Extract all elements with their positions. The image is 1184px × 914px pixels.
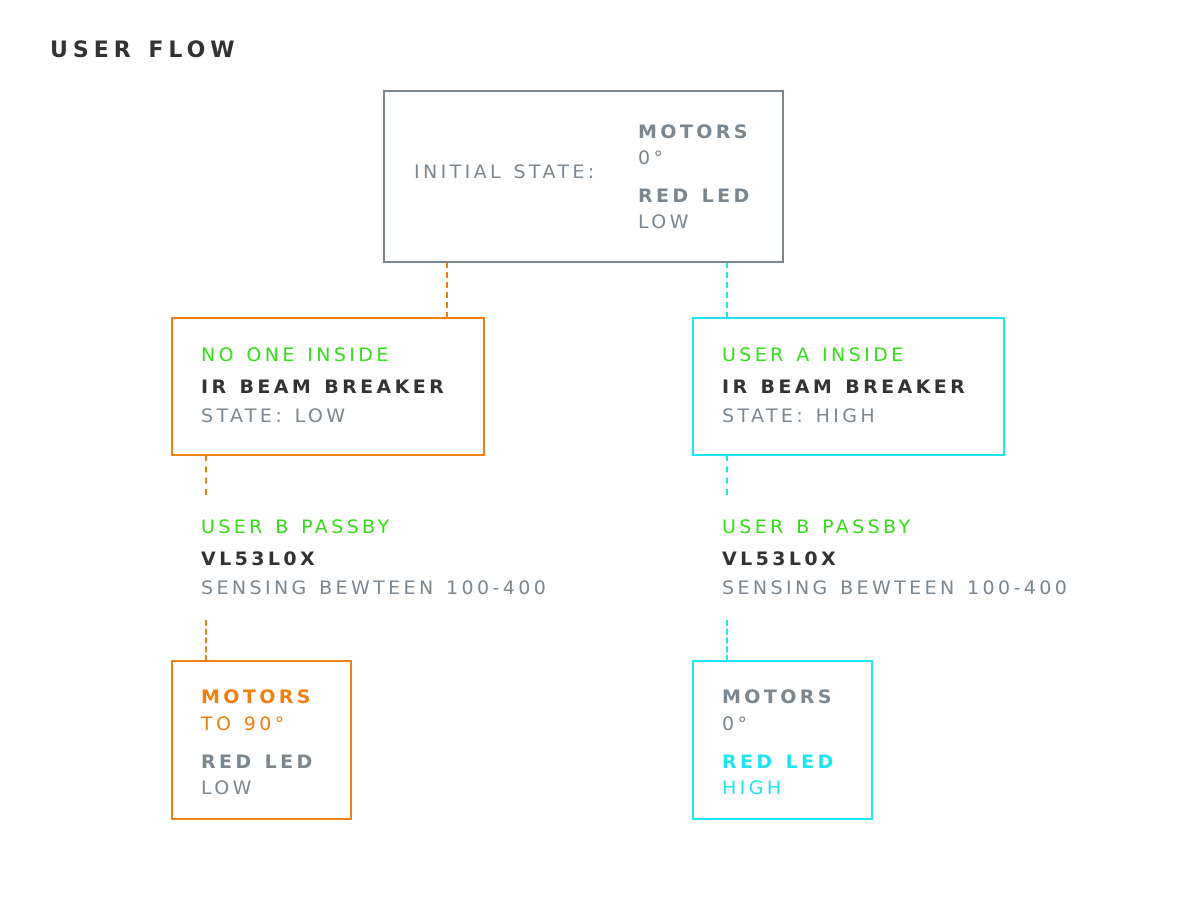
connector-left-trigger-to-result bbox=[205, 620, 207, 661]
right-trigger-detail: SENSING BEWTEEN 100-400 bbox=[722, 577, 1071, 599]
right-result-motors-label: MOTORS bbox=[722, 686, 835, 708]
right-condition-state: STATE: HIGH bbox=[722, 405, 879, 427]
left-condition-state: STATE: LOW bbox=[201, 405, 349, 427]
right-trigger-event: USER B PASSBY bbox=[722, 516, 914, 538]
initial-led-value: LOW bbox=[638, 211, 692, 233]
initial-state-label: INITIAL STATE: bbox=[414, 161, 598, 183]
initial-led-label: RED LED bbox=[638, 185, 753, 207]
connector-initial-to-right bbox=[726, 262, 728, 318]
connector-right-condition-to-trigger bbox=[726, 455, 728, 495]
initial-motors-label: MOTORS bbox=[638, 121, 751, 143]
right-condition-event: USER A INSIDE bbox=[722, 344, 907, 366]
connector-left-condition-to-trigger bbox=[205, 455, 207, 495]
left-condition-event: NO ONE INSIDE bbox=[201, 344, 392, 366]
left-result-led-value: LOW bbox=[201, 777, 255, 799]
right-result-led-label: RED LED bbox=[722, 751, 837, 773]
right-result-led-value: HIGH bbox=[722, 777, 785, 799]
right-result-box: MOTORS 0° RED LED HIGH bbox=[692, 660, 873, 820]
left-trigger-event: USER B PASSBY bbox=[201, 516, 393, 538]
left-result-led-label: RED LED bbox=[201, 751, 316, 773]
initial-state-box: INITIAL STATE: MOTORS 0° RED LED LOW bbox=[383, 90, 784, 263]
left-result-motors-value: TO 90° bbox=[201, 713, 288, 735]
left-condition-sensor: IR BEAM BREAKER bbox=[201, 376, 448, 398]
left-result-motors-label: MOTORS bbox=[201, 686, 314, 708]
left-condition-box: NO ONE INSIDE IR BEAM BREAKER STATE: LOW bbox=[171, 317, 485, 456]
connector-initial-to-left bbox=[446, 262, 448, 318]
connector-right-trigger-to-result bbox=[726, 620, 728, 661]
right-trigger-sensor: VL53L0X bbox=[722, 548, 840, 570]
left-result-box: MOTORS TO 90° RED LED LOW bbox=[171, 660, 352, 820]
right-condition-box: USER A INSIDE IR BEAM BREAKER STATE: HIG… bbox=[692, 317, 1005, 456]
right-result-motors-value: 0° bbox=[722, 713, 751, 735]
page-title: USER FLOW bbox=[50, 38, 240, 63]
left-trigger-detail: SENSING BEWTEEN 100-400 bbox=[201, 577, 550, 599]
right-condition-sensor: IR BEAM BREAKER bbox=[722, 376, 969, 398]
initial-motors-value: 0° bbox=[638, 147, 667, 169]
left-trigger-sensor: VL53L0X bbox=[201, 548, 319, 570]
